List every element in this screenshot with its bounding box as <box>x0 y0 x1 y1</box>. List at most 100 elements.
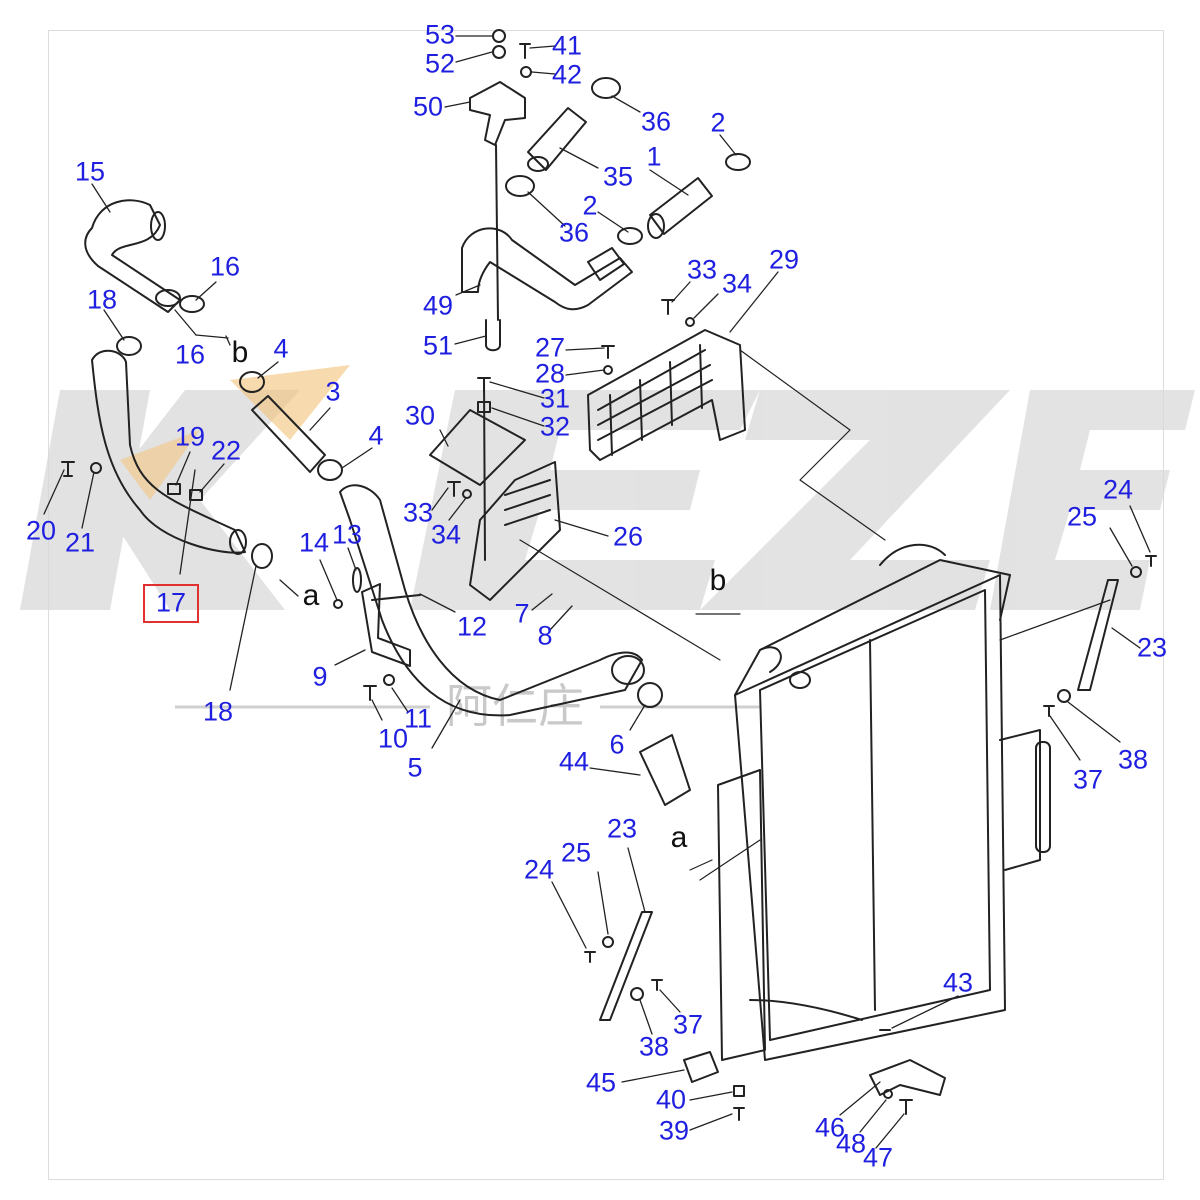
callout-43[interactable]: 43 <box>942 967 974 998</box>
callout-52[interactable]: 52 <box>424 48 456 79</box>
callout-46[interactable]: 46 <box>814 1112 846 1143</box>
callout-32[interactable]: 32 <box>539 411 571 442</box>
callout-48[interactable]: 48 <box>835 1128 867 1159</box>
callout-16[interactable]: 16 <box>209 251 241 282</box>
callout-37[interactable]: 37 <box>1072 764 1104 795</box>
callout-50[interactable]: 50 <box>412 91 444 122</box>
callout-22[interactable]: 22 <box>210 435 242 466</box>
callout-51[interactable]: 51 <box>422 330 454 361</box>
callout-17[interactable]: 17 <box>155 587 187 618</box>
callout-9[interactable]: 9 <box>312 661 328 692</box>
washer-25b <box>602 936 614 948</box>
clamp-18-bottom <box>251 543 273 569</box>
bolt-39 <box>733 1107 745 1121</box>
callout-7[interactable]: 7 <box>514 598 530 629</box>
clamp-36a <box>591 77 621 99</box>
bracket-26 <box>469 461 561 601</box>
callout-33[interactable]: 33 <box>686 254 718 285</box>
callout-13[interactable]: 13 <box>331 519 363 550</box>
callout-37-lower[interactable]: 37 <box>672 1009 704 1040</box>
callout-28[interactable]: 28 <box>534 358 566 389</box>
callout-3[interactable]: 3 <box>325 376 341 407</box>
tube-5 <box>339 484 643 717</box>
callout-38-lower[interactable]: 38 <box>638 1031 670 1062</box>
ref-line-23-right <box>999 599 1111 641</box>
bolt-20 <box>61 461 75 477</box>
callout-18-lower[interactable]: 18 <box>202 696 234 727</box>
callout-24-lower[interactable]: 24 <box>523 854 555 885</box>
clamp-4a <box>239 371 265 393</box>
callout-24[interactable]: 24 <box>1102 474 1134 505</box>
callout-10[interactable]: 10 <box>377 723 409 754</box>
clamp-4b <box>317 459 343 481</box>
callout-15[interactable]: 15 <box>74 156 106 187</box>
callout-30[interactable]: 30 <box>404 400 436 431</box>
callout-12[interactable]: 12 <box>456 611 488 642</box>
callout-49[interactable]: 49 <box>422 290 454 321</box>
callout-31[interactable]: 31 <box>539 383 571 414</box>
callout-25[interactable]: 25 <box>1066 501 1098 532</box>
callout-2[interactable]: 2 <box>710 107 726 138</box>
callout-39[interactable]: 39 <box>658 1115 690 1146</box>
callout-36[interactable]: 36 <box>640 106 672 137</box>
part-14 <box>333 599 343 609</box>
bolt-24b <box>584 951 596 963</box>
callout-6[interactable]: 6 <box>609 729 625 760</box>
callout-18[interactable]: 18 <box>86 284 118 315</box>
bolt-10 <box>363 685 377 701</box>
callout-8[interactable]: 8 <box>537 620 553 651</box>
bracket-46 <box>869 1059 946 1096</box>
callout-38[interactable]: 38 <box>1117 744 1149 775</box>
washer-21 <box>90 462 102 474</box>
callout-23[interactable]: 23 <box>1136 632 1168 663</box>
washer-34b <box>462 489 472 499</box>
callout-25-lower[interactable]: 25 <box>560 837 592 868</box>
callout-5[interactable]: 5 <box>407 752 423 783</box>
callout-33-lower[interactable]: 33 <box>402 497 434 528</box>
radiator-cap <box>789 671 811 689</box>
callout-40[interactable]: 40 <box>655 1084 687 1115</box>
callout-36-lower[interactable]: 36 <box>558 217 590 248</box>
bracket-26-ribs <box>504 479 551 526</box>
callout-34[interactable]: 34 <box>721 268 753 299</box>
callout-47[interactable]: 47 <box>862 1142 894 1173</box>
callout-29[interactable]: 29 <box>768 244 800 275</box>
callout-53[interactable]: 53 <box>424 19 456 50</box>
stay-23-right <box>1077 579 1119 691</box>
callout-11[interactable]: 11 <box>403 703 433 734</box>
side-channel <box>717 769 766 1061</box>
seal-44 <box>639 734 691 806</box>
callout-4[interactable]: 4 <box>273 333 289 364</box>
bolt-27 <box>601 345 615 359</box>
leader-lines <box>43 35 1151 1149</box>
callout-20[interactable]: 20 <box>25 515 57 546</box>
bracket-9 <box>361 583 411 667</box>
callout-16-lower[interactable]: 16 <box>174 339 206 370</box>
callout-4-lower[interactable]: 4 <box>368 420 384 451</box>
hose-1 <box>649 177 713 235</box>
radiator-core <box>734 574 1006 1061</box>
callout-23-lower[interactable]: 23 <box>606 813 638 844</box>
callout-1[interactable]: 1 <box>646 141 662 172</box>
callout-41[interactable]: 41 <box>551 30 583 61</box>
callout-34-lower[interactable]: 34 <box>430 519 462 550</box>
callout-45[interactable]: 45 <box>585 1067 617 1098</box>
callout-44[interactable]: 44 <box>558 746 590 777</box>
clamp-16a <box>155 289 181 307</box>
ref-letter-b-center: b <box>709 564 727 597</box>
callout-14[interactable]: 14 <box>298 527 330 558</box>
bolt-37a <box>1043 705 1055 717</box>
hose-35-end <box>527 156 549 172</box>
callout-42[interactable]: 42 <box>551 59 583 90</box>
part-13 <box>352 567 362 593</box>
callout-19[interactable]: 19 <box>174 421 206 452</box>
callout-21[interactable]: 21 <box>64 527 96 558</box>
callout-2-lower[interactable]: 2 <box>582 190 598 221</box>
clamp-18-top <box>116 336 142 356</box>
callout-35[interactable]: 35 <box>602 161 634 192</box>
callout-26[interactable]: 26 <box>612 521 644 552</box>
nut-53 <box>492 29 506 43</box>
hose-15-end <box>150 211 166 241</box>
callout-27[interactable]: 27 <box>534 332 566 363</box>
